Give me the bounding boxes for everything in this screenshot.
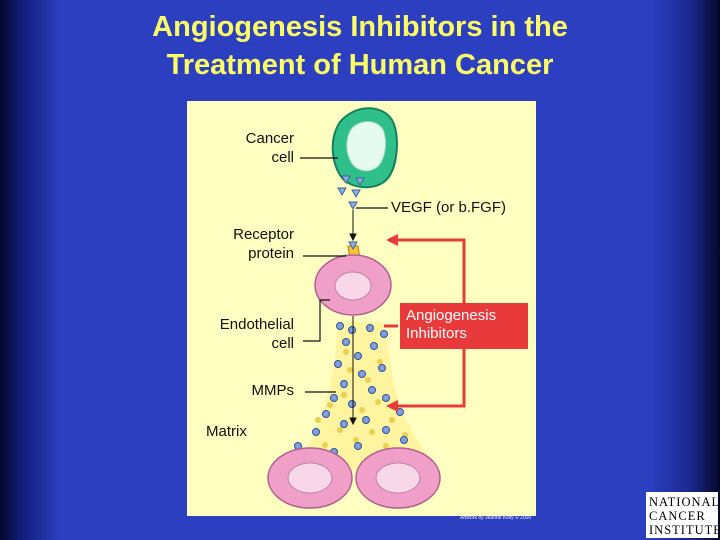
- label-endothelial-line2: cell: [271, 335, 294, 352]
- matrix-dots: [307, 349, 418, 458]
- label-inhibitors-line1: Angiogenesis: [406, 307, 497, 324]
- label-endothelial-line1: Endothelial: [219, 316, 294, 333]
- bound-vegf: [348, 241, 358, 251]
- logo-line2: CANCER: [649, 509, 706, 523]
- label-vegf: VEGF (or b.FGF): [391, 199, 507, 216]
- cancer-cell-nucleus: [346, 121, 387, 172]
- endothelial-cell-bottom-right-nucleus: [375, 462, 421, 494]
- mmp-dots: [294, 322, 408, 456]
- title-line-1: Angiogenesis Inhibitors in the: [152, 11, 568, 43]
- matrix-region: [290, 322, 440, 470]
- logo-line3: INSTITUTE: [649, 523, 720, 537]
- title-line-2: Treatment of Human Cancer: [166, 49, 554, 81]
- label-receptor-line1: Receptor: [233, 226, 294, 243]
- signal-arrows: [349, 210, 357, 426]
- angiogenesis-inhibitors-box: Angiogenesis Inhibitors: [400, 303, 528, 349]
- leader-lines: [300, 157, 388, 393]
- label-cancer-cell-line1: Cancer: [245, 130, 294, 147]
- artwork-credit: Artwork by Jeanne Kelly © 2000: [460, 515, 532, 521]
- label-cancer-cell: Cancer cell: [208, 129, 294, 167]
- endothelial-cell-bottom-left-nucleus: [287, 462, 333, 494]
- endothelial-cell-nucleus: [334, 271, 372, 301]
- nci-logo: NATIONAL CANCER INSTITUTE: [646, 492, 720, 538]
- label-mmps: MMPs: [251, 382, 295, 399]
- label-receptor-line2: protein: [248, 245, 294, 262]
- inhibitor-arrows: [384, 234, 466, 412]
- vegf-molecules: [337, 175, 365, 211]
- logo-line1: NATIONAL: [649, 495, 720, 509]
- slide-title: Angiogenesis Inhibitors in the Treatment…: [0, 8, 720, 84]
- label-endothelial-cell: Endothelial cell: [188, 315, 294, 353]
- label-inhibitors-line2: Inhibitors: [406, 325, 467, 342]
- label-cancer-cell-line2: cell: [271, 149, 294, 166]
- label-receptor-protein: Receptor protein: [196, 225, 294, 263]
- label-matrix: Matrix: [206, 423, 247, 440]
